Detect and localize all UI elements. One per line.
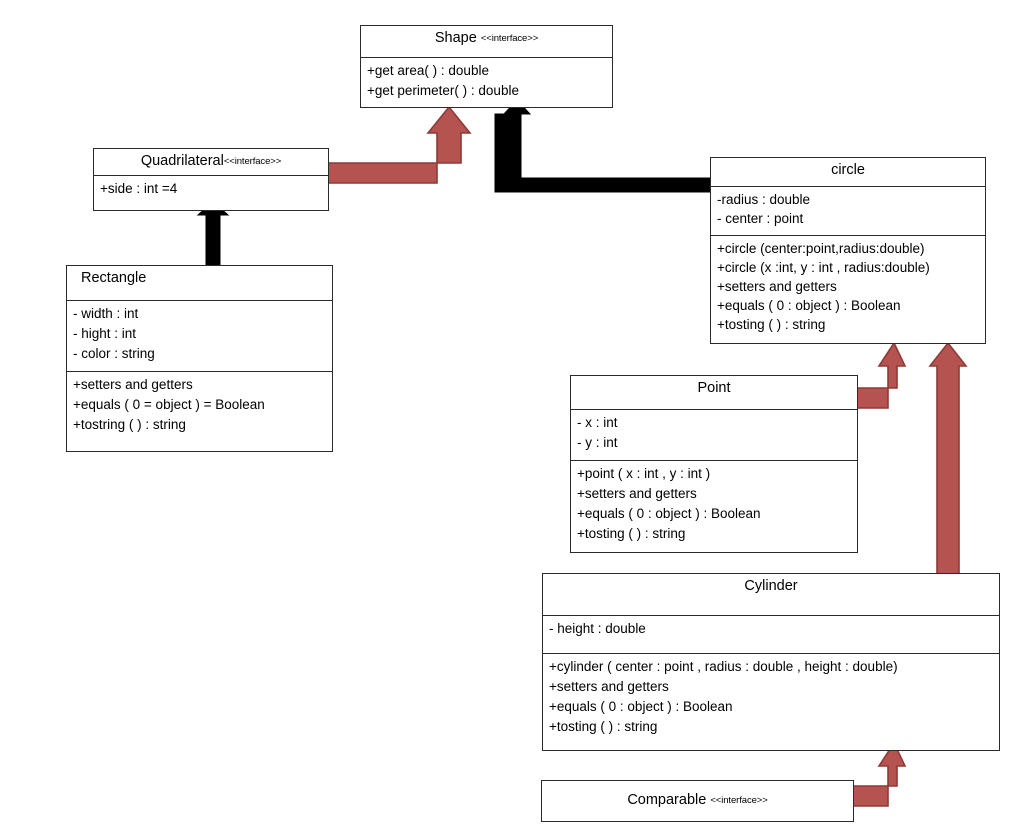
operation-row: +setters and getters (549, 679, 669, 694)
operation-row: +circle (center:point,radius:double) (717, 241, 925, 256)
class-header-rectangle: Rectangle (67, 266, 332, 300)
class-title-text: Quadrilateral (140, 153, 224, 169)
attribute-row: -radius : double (717, 192, 811, 207)
class-box-shape[interactable]: Shape <<interface>> +get area( ) : doubl… (360, 25, 613, 108)
operation-row: +setters and getters (717, 279, 837, 294)
class-name-cylinder: Cylinder (549, 577, 993, 596)
class-name-quadrilateral: Quadrilateral<<interface>> (100, 152, 322, 171)
class-name-circle: circle (717, 161, 979, 180)
operation-row: +tosting ( ) : string (717, 317, 826, 332)
attribute-row: - y : int (577, 435, 618, 450)
class-title-text: Point (697, 380, 731, 396)
attribute-row: - width : int (73, 306, 139, 321)
class-operations-rectangle: +setters and getters +equals ( 0 = objec… (67, 371, 332, 439)
class-title-text: Shape (434, 30, 477, 46)
class-title-text: circle (831, 162, 865, 178)
stereotype-label: <<interface>> (710, 795, 768, 806)
attribute-row: - color : string (73, 346, 155, 361)
connector-cylinder-to-circle[interactable] (928, 341, 968, 578)
stereotype-label: <<interface>> (223, 156, 282, 167)
stereotype-label: <<interface>> (480, 33, 539, 44)
class-operations-point: +point ( x : int , y : int ) +setters an… (571, 460, 857, 548)
generalization-arrow-shaft (494, 99, 715, 193)
operation-row: +setters and getters (73, 377, 193, 392)
class-header-point: Point (571, 376, 857, 409)
operation-row: +tosting ( ) : string (549, 719, 658, 734)
connector-quadrilateral-to-shape[interactable] (323, 105, 474, 190)
generalization-arrow-shaft (196, 200, 230, 270)
connector-circle-to-shape[interactable] (494, 99, 720, 195)
operation-row: +circle (x :int, y : int , radius:double… (717, 260, 930, 275)
class-box-rectangle[interactable]: Rectangle - width : int - hight : int - … (66, 265, 333, 452)
class-header-cylinder: Cylinder (543, 574, 999, 615)
class-title-text: Comparable (627, 792, 707, 808)
connector-comparable-to-cylinder[interactable] (849, 740, 907, 807)
class-attributes-cylinder: - height : double (543, 615, 999, 653)
operation-row: +equals ( 0 = object ) = Boolean (73, 397, 265, 412)
operation-row: +setters and getters (577, 486, 697, 501)
class-name-comparable: Comparable <<interface>> (627, 791, 767, 810)
class-attributes-quadrilateral: +side : int =4 (94, 175, 328, 203)
class-operations-cylinder: +cylinder ( center : point , radius : do… (543, 653, 999, 741)
class-box-cylinder[interactable]: Cylinder - height : double +cylinder ( c… (542, 573, 1000, 751)
connector-rectangle-to-quadrilateral[interactable] (196, 200, 232, 270)
operation-row: +equals ( 0 : object ) : Boolean (717, 298, 901, 313)
operation-row: +get perimeter( ) : double (367, 83, 519, 98)
class-name-shape: Shape <<interface>> (367, 29, 606, 48)
class-attributes-rectangle: - width : int - hight : int - color : st… (67, 300, 332, 371)
class-title-text: Cylinder (744, 578, 798, 594)
class-name-point: Point (577, 379, 851, 398)
attribute-row: - x : int (577, 415, 618, 430)
class-box-quadrilateral[interactable]: Quadrilateral<<interface>> +side : int =… (93, 148, 329, 211)
operation-row: +equals ( 0 : object ) : Boolean (549, 699, 733, 714)
class-attributes-circle: -radius : double - center : point (711, 186, 985, 235)
realization-arrow-shaft (323, 105, 472, 184)
realization-arrow-shaft (849, 341, 907, 409)
realization-arrow-shaft (849, 741, 907, 807)
operation-row: +tostring ( ) : string (73, 417, 186, 432)
operation-row: +tosting ( ) : string (577, 526, 686, 541)
class-title-text: Rectangle (81, 270, 147, 286)
connector-point-to-circle[interactable] (849, 340, 907, 409)
class-box-comparable[interactable]: Comparable <<interface>> (541, 780, 854, 822)
operation-row: +equals ( 0 : object ) : Boolean (577, 506, 761, 521)
class-operations-shape: +get area( ) : double +get perimeter( ) … (361, 57, 612, 105)
operation-row: +cylinder ( center : point , radius : do… (549, 659, 898, 674)
realization-arrow-shaft (928, 341, 968, 578)
attribute-row: - hight : int (73, 326, 137, 341)
class-header-quadrilateral: Quadrilateral<<interface>> (94, 149, 328, 175)
class-header-circle: circle (711, 158, 985, 186)
attribute-row: - center : point (717, 211, 804, 226)
operation-row: +get area( ) : double (367, 63, 489, 78)
attribute-row: - height : double (549, 621, 646, 636)
class-attributes-point: - x : int - y : int (571, 409, 857, 460)
attribute-row: +side : int =4 (100, 181, 178, 196)
class-name-rectangle: Rectangle (73, 269, 326, 288)
class-header-comparable: Comparable <<interface>> (542, 781, 853, 821)
class-box-point[interactable]: Point - x : int - y : int +point ( x : i… (570, 375, 858, 553)
class-header-shape: Shape <<interface>> (361, 26, 612, 57)
operation-row: +point ( x : int , y : int ) (577, 466, 711, 481)
class-operations-circle: +circle (center:point,radius:double) +ci… (711, 235, 985, 338)
class-box-circle[interactable]: circle -radius : double - center : point… (710, 157, 986, 344)
